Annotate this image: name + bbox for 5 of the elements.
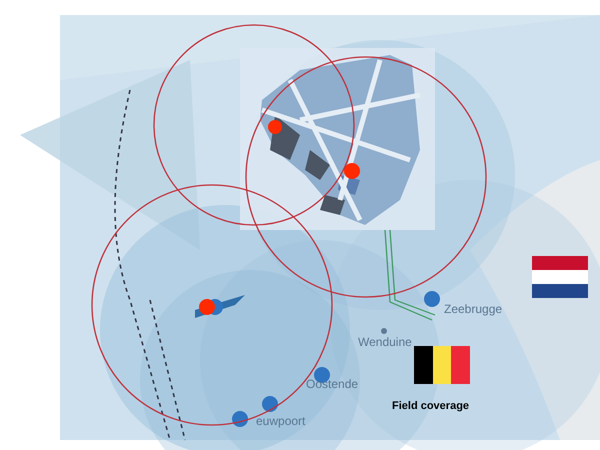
place-name: Oostende <box>306 376 358 393</box>
caption: Field coverage <box>392 399 470 414</box>
place-name: Wenduine <box>358 334 412 351</box>
place-name: Zeebrugge <box>444 301 502 318</box>
place-name: euwpoort <box>256 413 306 430</box>
